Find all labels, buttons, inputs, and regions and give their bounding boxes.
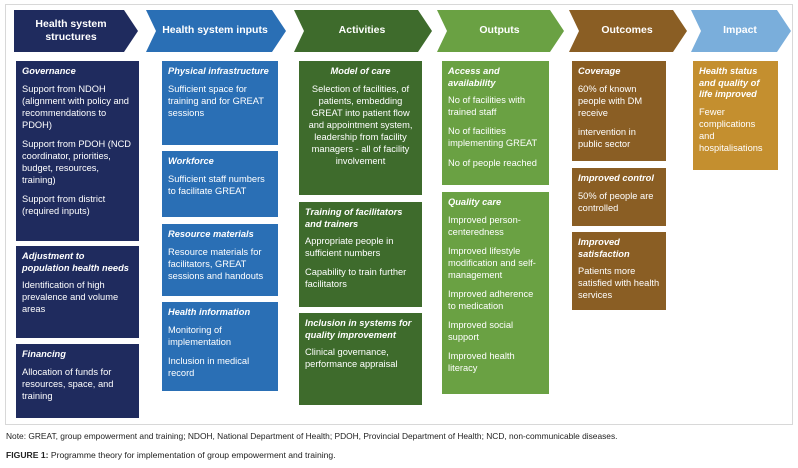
box-item: Improved lifestyle modification and self… — [448, 245, 536, 280]
box-item: No of facilities implementing GREAT — [448, 126, 538, 149]
box-model-of-care: Model of care Selection of facilities, o… — [299, 61, 422, 195]
header-structures-label: Health system structures — [35, 17, 107, 43]
box-item: intervention in public sector — [578, 126, 636, 149]
header-impact: Impact — [691, 10, 791, 52]
header-outcomes: Outcomes — [569, 10, 687, 52]
box-title: Improved control — [578, 173, 654, 183]
box-title: Quality care — [448, 197, 502, 207]
box-item: Support from NDOH (alignment with policy… — [22, 83, 129, 130]
box-item: Improved health literacy — [448, 351, 515, 374]
box-title: Inclusion in systems for quality improve… — [305, 318, 412, 340]
header-activities: Activities — [294, 10, 432, 52]
header-structures: Health system structures — [14, 10, 138, 52]
box-quality-care: Quality care Improved person-centerednes… — [442, 192, 549, 394]
box-item: No of facilities with trained staff — [448, 95, 525, 118]
box-item: Allocation of funds for resources, space… — [22, 366, 114, 401]
box-resource-materials: Resource materials Resource materials fo… — [162, 224, 278, 296]
box-title: Health status and quality of life improv… — [699, 66, 760, 100]
box-title: Governance — [22, 66, 76, 76]
header-outcomes-label: Outcomes — [601, 24, 653, 37]
header-outputs: Outputs — [437, 10, 564, 52]
box-item: Clinical governance, performance apprais… — [305, 347, 398, 370]
header-activities-label: Activities — [338, 24, 386, 37]
box-financing: Financing Allocation of funds for resour… — [16, 344, 139, 418]
header-inputs: Health system inputs — [146, 10, 286, 52]
box-title: Physical infrastructure — [168, 66, 269, 76]
box-item: Improved adherence to medication — [448, 289, 534, 312]
figure-note: Note: GREAT, group empowerment and train… — [6, 431, 618, 441]
box-item: Identification of high prevalence and vo… — [22, 280, 119, 315]
box-title: Coverage — [578, 66, 621, 76]
box-item: Appropriate people in sufficient numbers — [305, 236, 394, 259]
box-training: Training of facilitators and trainers Ap… — [299, 202, 422, 307]
box-title: Workforce — [168, 156, 214, 166]
box-item: Inclusion in medical record — [168, 355, 250, 378]
diagram-frame — [5, 4, 793, 425]
box-item: Patients more satisfied with health serv… — [578, 266, 660, 301]
header-inputs-label: Health system inputs — [162, 24, 268, 37]
box-item: No of people reached — [448, 157, 537, 168]
box-item: Support from district (required inputs) — [22, 194, 106, 217]
box-health-status: Health status and quality of life improv… — [693, 61, 778, 170]
box-item: Capability to train further facilitators — [305, 267, 407, 290]
box-item: Monitoring of implementation — [168, 324, 232, 347]
box-title: Access and availability — [448, 66, 500, 88]
box-title: Health information — [168, 307, 251, 317]
box-item: Sufficient space for training and for GR… — [168, 83, 264, 118]
box-workforce: Workforce Sufficient staff numbers to fa… — [162, 151, 278, 217]
box-title: Financing — [22, 349, 66, 359]
box-improved-control: Improved control 50% of people are contr… — [572, 168, 666, 226]
header-outputs-label: Outputs — [479, 24, 520, 37]
box-item: Improved social support — [448, 320, 514, 343]
caption-text: Programme theory for implementation of g… — [48, 450, 336, 460]
box-governance: Governance Support from NDOH (alignment … — [16, 61, 139, 241]
box-title: Improved satisfaction — [578, 237, 630, 259]
box-quality-improvement: Inclusion in systems for quality improve… — [299, 313, 422, 405]
header-impact-label: Impact — [723, 24, 757, 37]
box-item: Selection of facilities, of patients, em… — [308, 83, 413, 167]
box-item: Sufficient staff numbers to facilitate G… — [168, 173, 265, 196]
box-title: Model of care — [330, 66, 391, 76]
box-health-information: Health information Monitoring of impleme… — [162, 302, 278, 391]
box-title: Resource materials — [168, 229, 254, 239]
box-item: 50% of people are controlled — [578, 190, 654, 213]
box-item: Fewer complications and hospitalisations — [699, 106, 763, 154]
box-item: Support from PDOH (NCD coordinator, prio… — [22, 138, 132, 186]
box-improved-satisfaction: Improved satisfaction Patients more sati… — [572, 232, 666, 310]
box-item: Resource materials for facilitators, GRE… — [168, 246, 264, 281]
figure-caption: FIGURE 1: Programme theory for implement… — [6, 450, 792, 460]
box-item: 60% of known people with DM receive — [578, 83, 643, 118]
box-title: Adjustment to population health needs — [22, 251, 129, 273]
box-item: Improved person-centeredness — [448, 214, 521, 237]
box-title: Training of facilitators and trainers — [305, 207, 403, 229]
box-access-availability: Access and availability No of facilities… — [442, 61, 549, 185]
box-coverage: Coverage 60% of known people with DM rec… — [572, 61, 666, 161]
caption-label: FIGURE 1: — [6, 450, 49, 460]
box-adjustment: Adjustment to population health needs Id… — [16, 246, 139, 338]
box-physical-infrastructure: Physical infrastructure Sufficient space… — [162, 61, 278, 145]
